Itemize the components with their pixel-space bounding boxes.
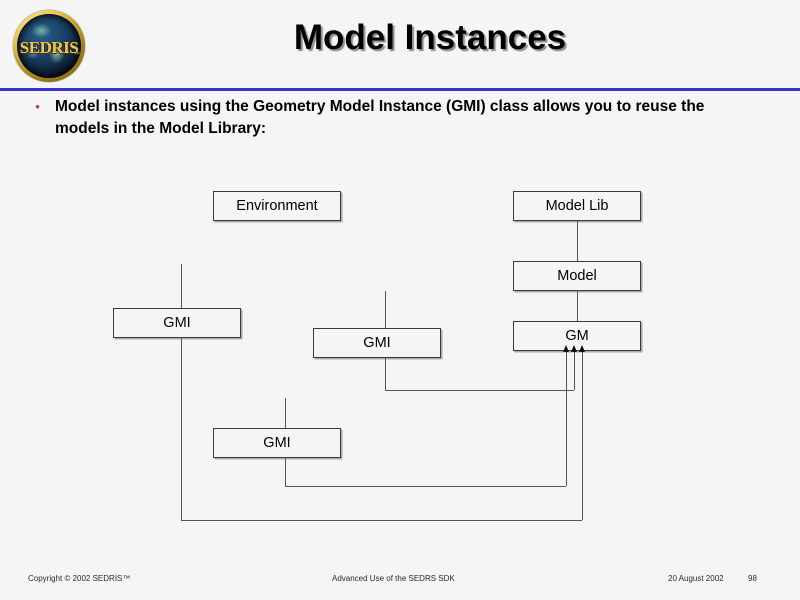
bullet-text: Model instances using the Geometry Model… [55,98,705,137]
connector-gmibot-top [285,398,286,428]
connector-gmibot-riser [566,352,567,486]
arrow-into-gm-1-icon [563,345,569,352]
connector-gmibot-down [285,458,286,486]
connector-gmimid-riser [574,352,575,390]
arrow-into-gm-3-icon [579,345,585,352]
page-title: Model Instances [293,18,567,57]
logo-globe-icon [17,14,81,78]
logo-wordmark: SEDRIS [19,38,79,57]
connector-gmimid-down [385,358,386,390]
list-item: • Model instances using the Geometry Mod… [20,96,760,140]
header-divider [0,88,800,91]
diagram-node-label: Environment [236,198,318,214]
footer-date: 20 August 2002 [668,574,724,583]
logo-trademark: ™ [74,52,80,58]
connector-model-to-gm [577,291,578,321]
diagram-node-model-lib[interactable]: Model Lib [513,191,641,221]
diagram-node-gmi-bottom[interactable]: GMI [213,428,341,458]
diagram-node-label: Model Lib [545,198,609,214]
diagram-node-label: GMI [163,315,191,331]
diagram-node-label: GM [565,328,589,344]
sedris-logo: SEDRIS ™ [8,8,94,84]
bullet-marker-icon: • [35,99,40,114]
footer-page-number: 98 [748,574,757,583]
connector-modellib-to-model [577,221,578,261]
connector-env-down-to-gmileft [181,264,182,308]
footer-copyright: Copyright © 2002 SEDRIS™ [28,574,131,583]
diagram-node-gmi-middle[interactable]: GMI [313,328,441,358]
connector-gmimid-top [385,291,386,328]
connector-gmileft-bottom-run [181,520,582,521]
diagram-node-environment[interactable]: Environment [213,191,341,221]
connector-gmileft-riser [582,352,583,520]
diagram-node-label: GMI [263,435,291,451]
bullet-list: • Model instances using the Geometry Mod… [20,96,760,140]
diagram-node-model[interactable]: Model [513,261,641,291]
diagram-node-label: GMI [363,335,391,351]
slide-footer: Copyright © 2002 SEDRIS™ Advanced Use of… [0,570,800,592]
footer-center-title: Advanced Use of the SEDRS SDK [332,574,455,583]
connector-gmimid-run [385,390,574,391]
connector-gmileft-down [181,338,182,520]
arrow-into-gm-2-icon [571,345,577,352]
connector-gmibot-run [285,486,566,487]
diagram-node-label: Model [557,268,597,284]
diagram-node-gm[interactable]: GM [513,321,641,351]
diagram-node-gmi-left[interactable]: GMI [113,308,241,338]
